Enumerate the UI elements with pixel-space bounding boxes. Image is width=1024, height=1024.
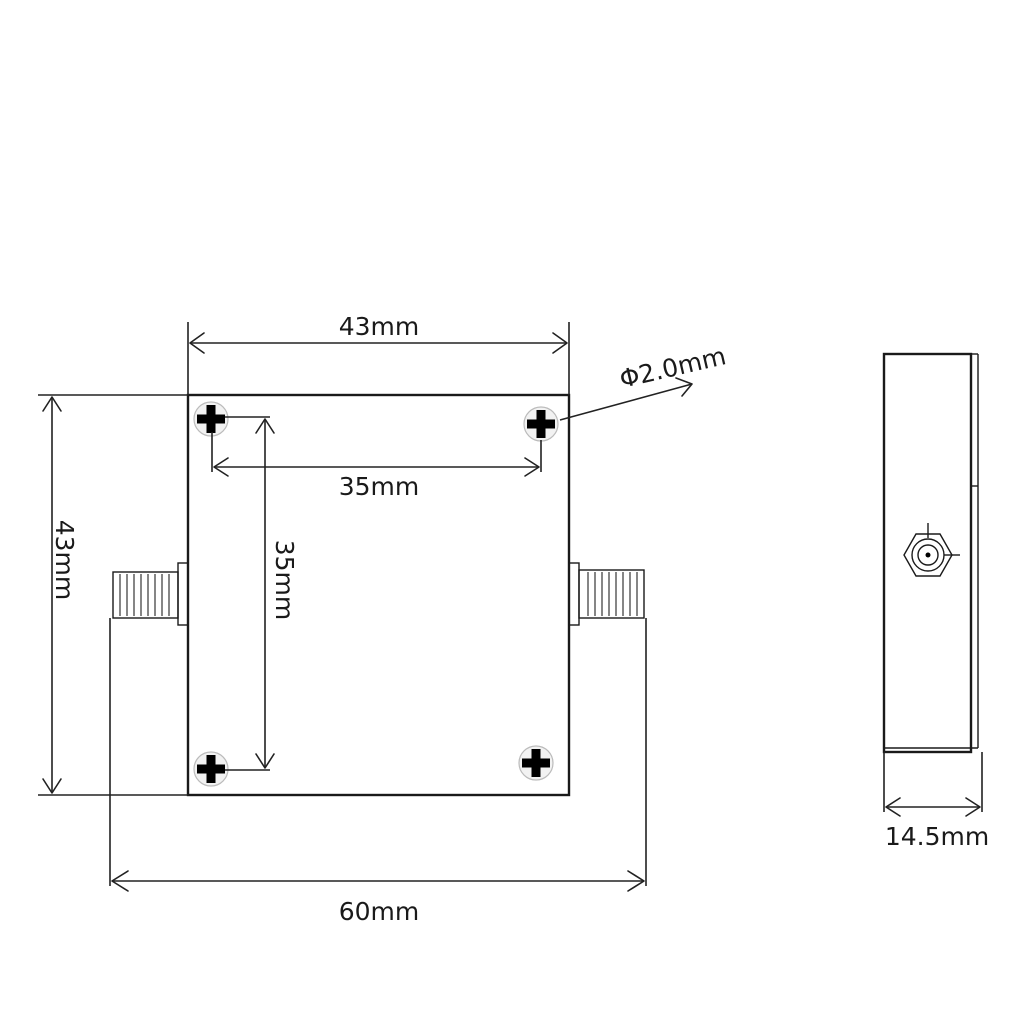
dim-left-height: 43mm <box>38 394 188 796</box>
screw-bottom-left-icon <box>193 751 229 787</box>
label-top-width: 43mm <box>339 312 420 341</box>
side-view: 14.5mm <box>882 352 989 851</box>
label-side-thickness: 14.5mm <box>885 822 989 851</box>
screw-bottom-right-icon <box>518 745 554 781</box>
label-left-height: 43mm <box>50 520 79 601</box>
left-sma-connector-icon <box>112 562 189 626</box>
housing-body <box>186 393 571 797</box>
label-hole-spacing-horizontal: 35mm <box>339 472 420 501</box>
label-hole-diameter: Φ2.0mm <box>617 341 729 394</box>
dim-hole-spacing-vertical: 35mm <box>225 416 299 771</box>
dim-top-width: 43mm <box>187 312 570 395</box>
dim-hole-diameter: Φ2.0mm <box>559 341 729 421</box>
screw-top-left-icon <box>193 401 229 437</box>
screw-top-right-icon <box>523 406 559 442</box>
dim-overall-length: 60mm <box>109 618 647 926</box>
dim-hole-spacing-horizontal: 35mm <box>211 432 542 501</box>
side-connector-icon <box>903 523 960 577</box>
front-view: 43mm Φ2.0mm 35mm 35mm <box>38 312 729 926</box>
side-housing <box>882 352 973 754</box>
right-sma-connector-icon <box>568 562 645 626</box>
dim-side-thickness: 14.5mm <box>883 752 989 851</box>
label-hole-spacing-vertical: 35mm <box>270 540 299 621</box>
label-overall-length: 60mm <box>339 897 420 926</box>
